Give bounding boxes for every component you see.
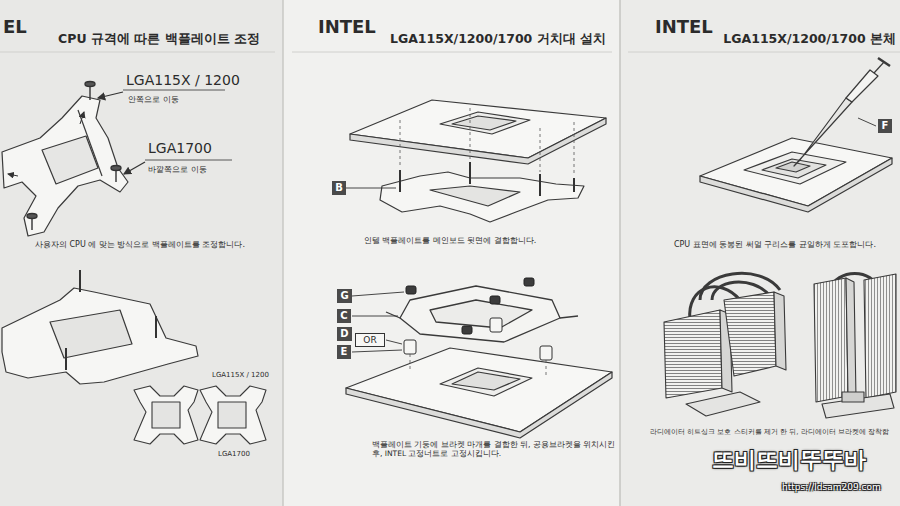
panel-title: LGA115X/1200/1700 본체 <box>723 31 896 47</box>
callout-letter: F <box>882 121 889 131</box>
watermark: 뜨비뜨비뚜뚜바 <box>712 446 866 474</box>
callout-box: F <box>878 119 892 133</box>
callout-letter: D <box>340 329 348 339</box>
callout-letter: B <box>335 183 343 193</box>
panel-title: LGA115X/1200/1700 거치대 설치 <box>390 31 606 47</box>
callout-box: C <box>337 309 351 323</box>
panel-heading: EL <box>3 16 27 39</box>
panel-heading: INTEL <box>655 16 713 39</box>
callout-letter: G <box>340 291 348 301</box>
step-caption: 사용자의 CPU 에 맞는 방식으로 백플레이트를 조정합니다. <box>35 240 245 250</box>
callout-box: B <box>332 181 346 195</box>
panel-title: CPU 규격에 따른 백플레이트 조정 <box>58 31 260 47</box>
callout-letter: E <box>341 347 348 357</box>
callout-box: G <box>337 289 352 303</box>
callout-box: D <box>337 327 352 341</box>
direction-note: 안쪽으로 이동 <box>128 95 179 105</box>
panel-heading: INTEL <box>318 16 376 39</box>
socket-label: LGA1700 <box>148 140 212 158</box>
step-caption: 백플레이트 기둥에 브라켓 마개를 결합한 뒤, 공용브라켓을 위치시킨 후, … <box>372 440 617 459</box>
socket-label: LGA115X / 1200 <box>126 72 240 90</box>
callout-box: OR <box>355 333 385 347</box>
socket-label: LGA1700 <box>218 450 250 459</box>
watermark-url: https://ldsam209.com <box>782 482 881 493</box>
step-caption: CPU 표면에 동봉된 써멀 구리스를 균일하게 도포합니다. <box>674 240 876 250</box>
callout-letter: OR <box>363 336 376 345</box>
step-caption: 인텔 백플레이트를 메인보드 뒷면에 결합합니다. <box>364 236 537 246</box>
step-caption: 라디에이터 히트싱크 보호 스티커를 제거 한 뒤, 라디에이터 브라켓에 장착… <box>650 428 890 437</box>
callout-letter: C <box>340 311 347 321</box>
socket-label: LGA115X / 1200 <box>212 371 269 380</box>
callout-box: E <box>337 345 351 359</box>
direction-note: 바깥쪽으로 이동 <box>148 165 207 175</box>
